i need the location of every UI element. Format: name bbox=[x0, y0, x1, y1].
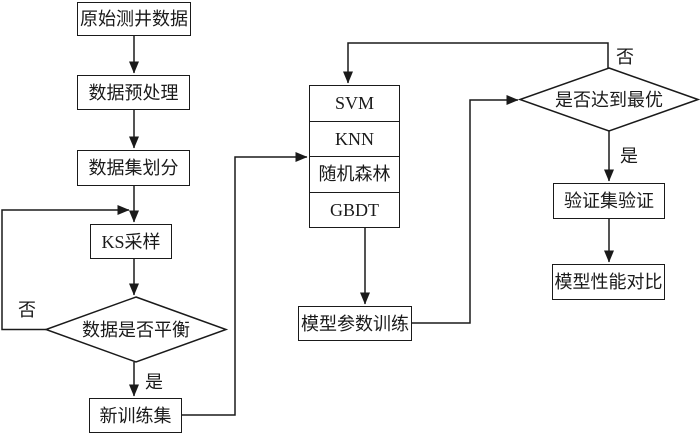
node-dataset-split: 数据集划分 bbox=[77, 150, 190, 186]
balance-yes-label: 是 bbox=[145, 372, 163, 392]
edge-optimal-no-loop bbox=[343, 42, 609, 84]
node-comparison: 模型性能对比 bbox=[552, 264, 665, 300]
node-ks-sampling: KS采样 bbox=[90, 224, 172, 259]
node-param-training: 模型参数训练 bbox=[298, 306, 412, 341]
node-model-gbdt: GBDT bbox=[310, 191, 399, 228]
node-model-knn: KNN bbox=[310, 120, 399, 157]
node-validation: 验证集验证 bbox=[553, 183, 665, 219]
optimal-no-label: 否 bbox=[616, 47, 634, 67]
balance-check-diamond bbox=[43, 296, 229, 363]
balance-no-label: 否 bbox=[18, 300, 36, 320]
node-model-rf: 随机森林 bbox=[310, 156, 399, 192]
node-new-training-set: 新训练集 bbox=[89, 398, 182, 433]
optimal-yes-label: 是 bbox=[620, 146, 638, 166]
edge-balance-no-loop bbox=[1, 205, 130, 331]
node-preprocessing: 数据预处理 bbox=[77, 75, 190, 110]
edge-paramtrain-optimal bbox=[412, 95, 519, 324]
optimal-check-diamond bbox=[517, 67, 700, 132]
node-model-stack: SVM KNN 随机森林 GBDT bbox=[309, 85, 400, 228]
node-raw-data: 原始测井数据 bbox=[77, 2, 191, 36]
edge-newtrain-models bbox=[182, 152, 308, 416]
node-model-svm: SVM bbox=[334, 93, 374, 114]
